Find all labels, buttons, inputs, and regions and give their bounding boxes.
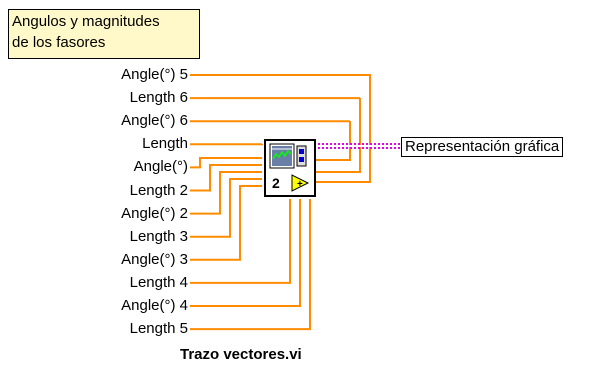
input-wire (190, 199, 311, 331)
input-wire (190, 120, 351, 161)
comment-label[interactable]: Angulos y magnitudes de los fasores (8, 9, 200, 59)
vi-icon[interactable]: + 2 (264, 139, 316, 197)
input-wire (190, 178, 262, 238)
input-terminal-label[interactable]: Length 6 (129, 89, 188, 107)
input-terminal-label[interactable]: Length (142, 135, 188, 153)
graph-screen-icon (272, 146, 292, 166)
input-terminal-label[interactable]: Angle(°) 3 (121, 250, 188, 268)
input-wire (190, 157, 262, 169)
input-terminal-label[interactable]: Length 3 (129, 227, 188, 245)
output-indicator-label[interactable]: Representación gráfica (401, 137, 564, 157)
input-wire (190, 164, 262, 192)
comment-line-1: Angulos y magnitudes (12, 13, 160, 30)
triangle-icon (291, 174, 310, 192)
comment-line-2: de los fasores (12, 34, 106, 51)
input-terminal-label[interactable]: Length 2 (129, 181, 188, 199)
svg-text:+: + (297, 179, 303, 190)
input-wires (190, 74, 371, 331)
vi-name: Trazo vectores.vi (180, 346, 302, 363)
input-terminal-label[interactable]: Length 5 (129, 320, 188, 338)
input-terminal-label[interactable]: Length 4 (129, 273, 188, 291)
input-terminal-label[interactable]: Angle(°) 6 (121, 112, 188, 130)
input-wire (190, 97, 361, 173)
knobs-panel-icon (296, 145, 307, 167)
input-wire (190, 199, 301, 307)
input-terminal-label[interactable]: Angle(°) (133, 158, 188, 176)
input-terminal-label[interactable]: Angle(°) 2 (121, 204, 188, 222)
input-wire (190, 171, 262, 215)
vi-number: 2 (272, 175, 280, 191)
input-terminal-label[interactable]: Angle(°) 5 (121, 66, 188, 83)
input-wire (190, 185, 262, 261)
input-terminal-label[interactable]: Angle(°) 4 (121, 297, 188, 314)
input-wire (190, 199, 291, 284)
input-wire (190, 74, 371, 183)
